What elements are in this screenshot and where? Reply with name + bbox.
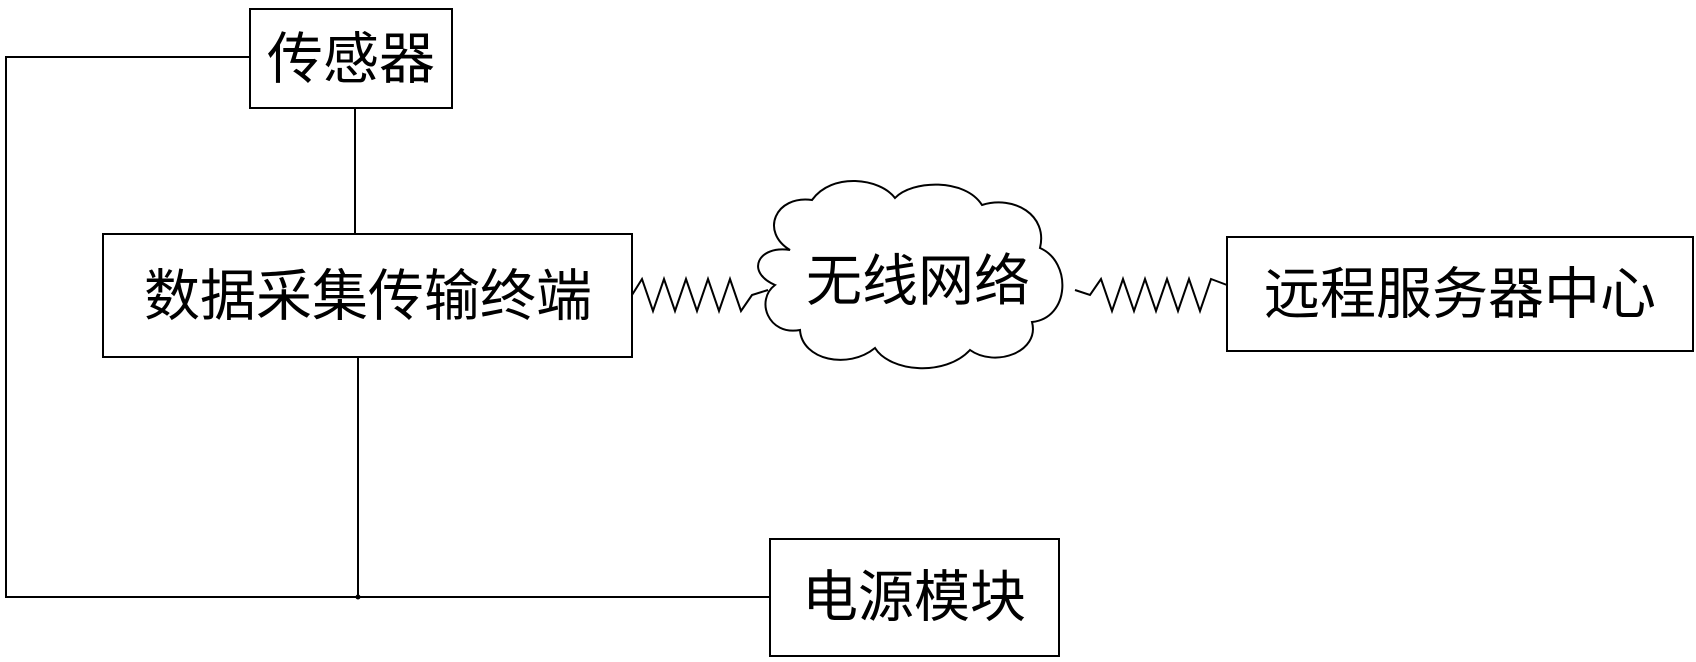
wireless-links bbox=[631, 275, 1228, 315]
terminal-label: 数据采集传输终端 bbox=[144, 265, 592, 330]
power-bus-junction bbox=[355, 594, 361, 600]
network-node: 无线网络 bbox=[757, 180, 1064, 370]
power-label: 电源模块 bbox=[802, 566, 1026, 631]
network-server-wireless-link bbox=[1074, 275, 1228, 315]
sensor-label: 传感器 bbox=[267, 28, 435, 93]
network-label: 无线网络 bbox=[806, 250, 1030, 315]
sensor-node: 传感器 bbox=[249, 8, 453, 109]
power-node: 电源模块 bbox=[769, 538, 1060, 657]
sensor-box bbox=[249, 8, 453, 109]
terminal-node: 数据采集传输终端 bbox=[102, 233, 633, 358]
server-label: 远程服务器中心 bbox=[1264, 263, 1656, 328]
network-cloud-shape bbox=[757, 180, 1064, 370]
power-sensor-loop-wire bbox=[5, 56, 770, 598]
server-box bbox=[1226, 236, 1694, 352]
server-node: 远程服务器中心 bbox=[1226, 236, 1694, 352]
terminal-network-wireless-link bbox=[631, 275, 769, 315]
power-box bbox=[769, 538, 1060, 657]
terminal-box bbox=[102, 233, 633, 358]
wired-connections bbox=[5, 56, 770, 600]
